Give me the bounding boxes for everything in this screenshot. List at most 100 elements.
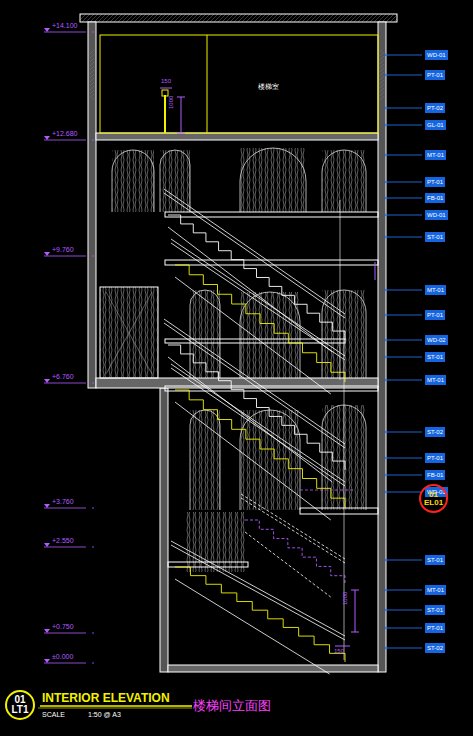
tag-code: MT-01 <box>427 377 444 383</box>
drawing-line <box>168 357 332 482</box>
tag-code: ST-01 <box>427 607 443 613</box>
drawing-part <box>96 133 378 140</box>
leader-line <box>386 315 422 316</box>
drawing-line <box>355 590 356 632</box>
drawing-line <box>171 541 345 636</box>
drawing-line <box>241 498 345 563</box>
leader-dot <box>385 181 387 183</box>
drawing-part <box>100 287 158 378</box>
drawing-part <box>190 290 220 380</box>
level-marker <box>44 543 50 547</box>
leader-dot <box>385 107 387 109</box>
dimension: 150 <box>334 648 344 654</box>
material-tag: FB-01 <box>425 193 445 203</box>
leader-line <box>386 560 422 561</box>
material-tag: PT-01 <box>425 623 445 633</box>
drawing-line <box>175 579 330 674</box>
tag-code: PT-01 <box>427 179 443 185</box>
material-tag: PT-01 <box>425 70 445 80</box>
drawing-line <box>177 133 185 134</box>
callout-number: 01 <box>429 491 438 499</box>
drawing-line <box>92 633 96 634</box>
drawing-line <box>44 633 86 634</box>
leader-dot <box>385 647 387 649</box>
leader-line <box>386 108 422 109</box>
tag-code: PT-01 <box>427 455 443 461</box>
drawing-line <box>40 705 192 707</box>
leader-dot <box>385 356 387 358</box>
scale-note: SCALE <box>42 711 65 718</box>
drawing-line <box>171 368 345 486</box>
tag-code: FB-01 <box>427 472 443 478</box>
level-label: +12.680 <box>52 130 78 137</box>
sheet-title: INTERIOR ELEVATION <box>42 691 170 705</box>
drawing-line <box>300 490 355 491</box>
material-tag: MT-01 <box>425 585 446 595</box>
room-name: 楼梯室 <box>258 82 279 92</box>
drawing-line <box>171 545 345 640</box>
material-tag: PT-01 <box>425 177 445 187</box>
level-marker <box>44 28 50 32</box>
leader-line <box>386 155 422 156</box>
drawing-part <box>240 148 306 212</box>
drawing-line <box>344 330 345 660</box>
leader-dot <box>385 431 387 433</box>
material-tag: ST-02 <box>425 427 445 437</box>
callout-number: 01 <box>14 695 25 705</box>
drawing-part <box>165 386 378 391</box>
leader-line <box>386 628 422 629</box>
drawing-line <box>44 256 86 257</box>
tag-code: ST-01 <box>427 557 443 563</box>
drawing-line <box>171 243 345 360</box>
level-label: +0.750 <box>52 623 74 630</box>
drawing-line <box>44 547 86 548</box>
tag-code: ST-02 <box>427 429 443 435</box>
leader-line <box>386 475 422 476</box>
leader-line <box>386 237 422 238</box>
stair-flight <box>175 567 345 662</box>
leader-line <box>386 290 422 291</box>
material-tag: ST-02 <box>425 643 445 653</box>
tag-code: MT-01 <box>427 152 444 158</box>
stair-flight <box>175 390 345 508</box>
leader-dot <box>385 54 387 56</box>
tag-code: PT-01 <box>427 625 443 631</box>
drawing-line <box>92 547 96 548</box>
drawing-part <box>80 14 397 22</box>
leader-dot <box>385 379 387 381</box>
leader-dot <box>385 289 387 291</box>
drawing-line <box>164 95 166 133</box>
leader-dot <box>385 457 387 459</box>
level-marker <box>44 659 50 663</box>
material-tag: FB-01 <box>425 470 445 480</box>
tag-code: MT-01 <box>427 587 444 593</box>
leader-line <box>386 340 422 341</box>
level-label: +9.760 <box>52 246 74 253</box>
drawing-part <box>162 90 168 96</box>
drawing-part <box>160 150 190 212</box>
leader-line <box>386 648 422 649</box>
leader-line <box>386 492 422 493</box>
drawing-line <box>171 239 345 356</box>
arched-window <box>322 150 366 212</box>
leader-dot <box>385 339 387 341</box>
tag-code: PT-01 <box>427 312 443 318</box>
material-tag: WD-02 <box>425 335 448 345</box>
tag-code: GL-01 <box>427 122 444 128</box>
callout-circle: 01LT1 <box>5 690 35 720</box>
arched-window <box>240 148 306 212</box>
leader-dot <box>385 314 387 316</box>
drawing-line <box>241 494 345 559</box>
sheet-caption: 楼梯间立面图 <box>193 697 271 715</box>
dimension: 1000 <box>342 592 348 605</box>
leader-dot <box>385 627 387 629</box>
drawing-part <box>165 212 378 217</box>
leader-line <box>386 182 422 183</box>
drawing-line <box>335 646 350 647</box>
drawing-line <box>106 292 152 374</box>
drawing-line <box>44 383 86 384</box>
arched-window <box>112 150 154 212</box>
drawing-part <box>380 50 384 100</box>
drawing-part <box>100 35 378 133</box>
